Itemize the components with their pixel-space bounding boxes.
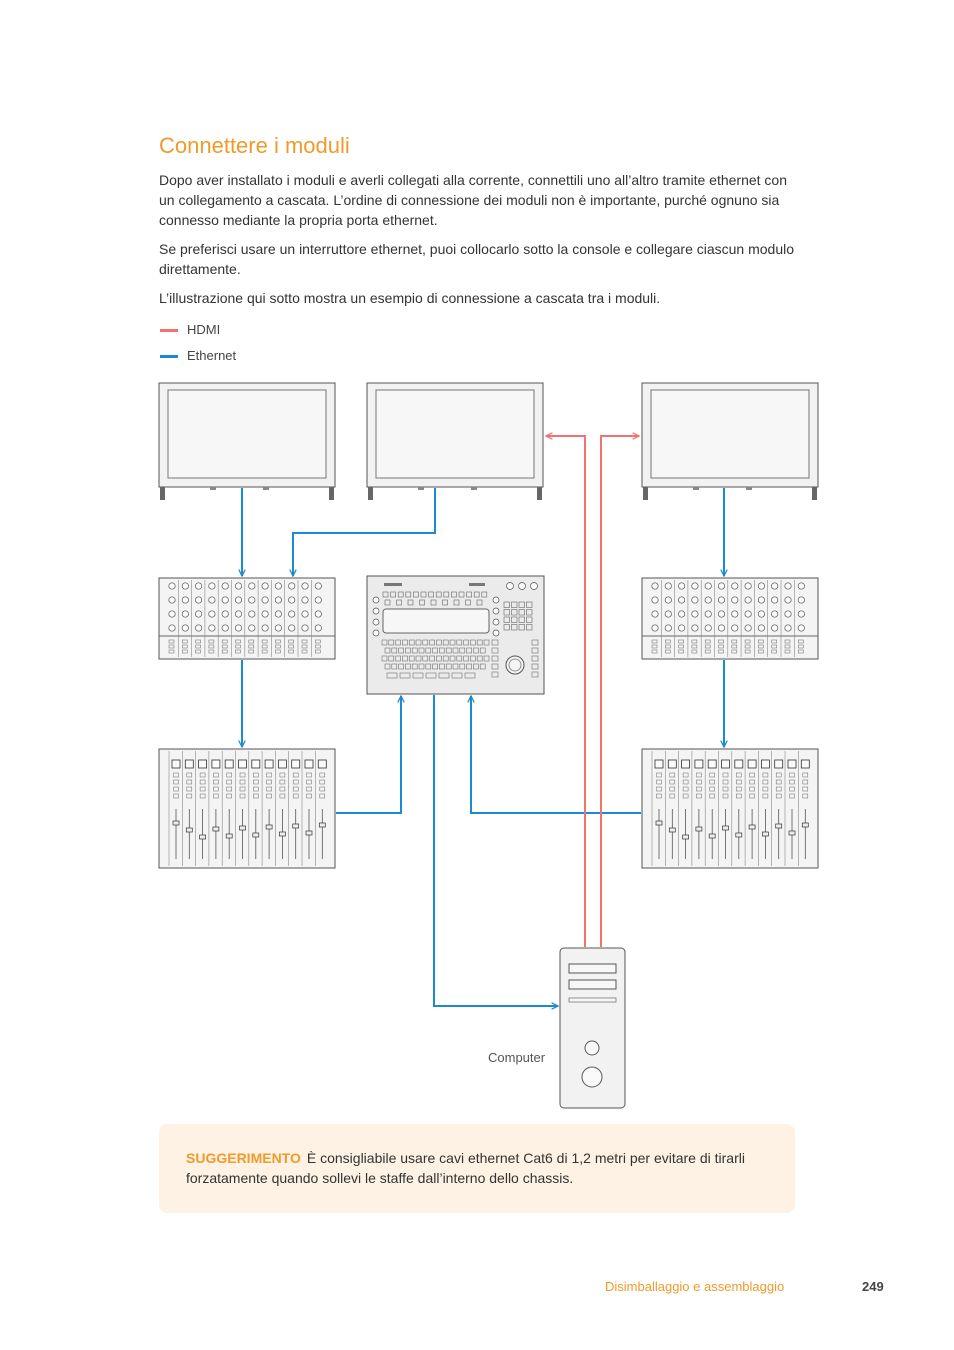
illustration-paragraph: L’illustrazione qui sotto mostra un esem… xyxy=(159,290,661,306)
fader-panel-left xyxy=(158,748,336,869)
tip-text: È consigliabile usare cavi ethernet Cat6… xyxy=(186,1150,745,1186)
knob-panel-right xyxy=(641,577,819,660)
eth-fader-right-to-console xyxy=(471,696,641,814)
eth-fader-left-to-console xyxy=(336,696,401,814)
knob-panel-left xyxy=(158,577,336,660)
computer-tower xyxy=(559,947,626,1109)
eth-console-to-computer xyxy=(433,695,558,1006)
legend-hdmi-label: HDMI xyxy=(187,322,221,337)
hdmi-computer-to-monitor-right xyxy=(600,436,639,947)
page-number: 249 xyxy=(862,1279,884,1294)
ethernet-swatch xyxy=(160,355,178,358)
fader-panel-right xyxy=(641,748,819,869)
hdmi-swatch xyxy=(160,329,178,332)
page-title: Connettere i moduli xyxy=(159,133,350,158)
central-console xyxy=(366,575,545,695)
tip-label: SUGGERIMENTO xyxy=(186,1150,301,1166)
monitor-center xyxy=(366,382,544,500)
intro-paragraph: Dopo aver installato i moduli e averli c… xyxy=(159,172,787,228)
hdmi-computer-to-monitor-center xyxy=(546,436,586,947)
switch-paragraph: Se preferisci usare un interruttore ethe… xyxy=(159,241,795,277)
computer-label: Computer xyxy=(488,1050,546,1065)
monitor-right xyxy=(641,382,819,500)
legend-ethernet-label: Ethernet xyxy=(187,348,237,363)
footer-section-title: Disimballaggio e assemblaggio xyxy=(605,1279,785,1294)
monitor-left xyxy=(158,382,336,500)
eth-monitor-center-to-panel xyxy=(293,488,436,576)
